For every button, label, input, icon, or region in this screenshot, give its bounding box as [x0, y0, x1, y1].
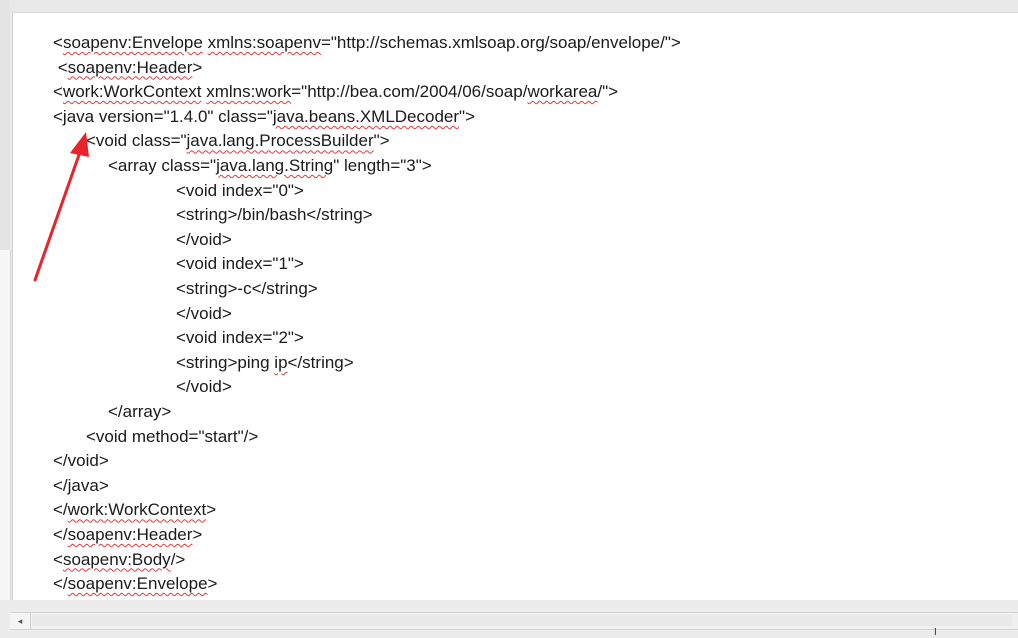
- code-line: <soapenv:Envelope xmlns:soapenv="http://…: [53, 32, 681, 54]
- code-line: <void index="0">: [176, 180, 304, 202]
- code-line: <soapenv:Header>: [53, 57, 203, 79]
- code-line: <string>ping ip</string>: [176, 352, 354, 374]
- code-line: <array class="java.lang.String" length="…: [108, 155, 432, 177]
- code-token: </void>: [176, 303, 232, 323]
- code-line: <void index="1">: [176, 253, 304, 275]
- code-token: <void index="0">: [176, 180, 304, 200]
- left-gutter: [0, 0, 11, 612]
- code-token: >: [207, 574, 218, 594]
- top-strip: [0, 0, 1018, 12]
- code-token: <: [53, 549, 63, 569]
- spellcheck-flagged-token: soapenv:Envelope: [67, 574, 208, 594]
- code-token: <array class=": [108, 156, 217, 175]
- code-token: </void>: [53, 451, 109, 471]
- code-token: >: [192, 525, 203, 544]
- code-token: <void method="start"/>: [86, 426, 259, 446]
- code-line: </soapenv:Envelope>: [53, 573, 217, 595]
- code-line: </void>: [176, 229, 232, 251]
- code-token: ="http://bea.com/2004/06/soap/: [291, 82, 528, 102]
- spellcheck-flagged-token: soapenv:Header: [67, 525, 193, 544]
- spellcheck-flagged-token: work:WorkContext: [67, 500, 207, 520]
- code-token: ">: [373, 131, 390, 151]
- code-token: >: [192, 57, 203, 77]
- code-token: </string>: [287, 352, 354, 372]
- code-line: <void class="java.lang.ProcessBuilder">: [86, 130, 390, 152]
- code-line: </soapenv:Header>: [53, 524, 202, 546]
- code-token: /">: [597, 82, 619, 102]
- code-token: <void class=": [86, 131, 187, 151]
- code-token: " length="3">: [333, 156, 432, 175]
- code-line: </array>: [108, 401, 171, 423]
- code-token: ="http://schemas.xmlsoap.org/soap/envelo…: [320, 33, 681, 52]
- code-token: >: [206, 500, 217, 520]
- code-token: <string>ping: [176, 352, 275, 372]
- code-token: <void index="2">: [176, 328, 304, 348]
- code-token: <: [53, 33, 63, 52]
- code-line: </void>: [53, 450, 109, 472]
- scroll-left-arrow-icon[interactable]: ◂: [10, 613, 31, 629]
- code-token: </java>: [53, 475, 109, 495]
- text-editor-area[interactable]: <soapenv:Envelope xmlns:soapenv="http://…: [12, 12, 1018, 601]
- code-token: />: [170, 549, 186, 569]
- spellcheck-flagged-token: xmlns:work: [206, 82, 292, 102]
- spellcheck-flagged-token: soapenv:Body: [62, 549, 171, 569]
- spellcheck-flagged-token: java.beans.XMLDecoder: [272, 106, 460, 126]
- code-token: <string>-c</string>: [176, 279, 318, 298]
- code-line: <work:WorkContext xmlns:work="http://bea…: [53, 81, 618, 103]
- spellcheck-flagged-token: java.lang.ProcessBuilder: [186, 131, 374, 151]
- spellcheck-flagged-token: xmlns:soapenv: [207, 33, 321, 52]
- code-token: </: [53, 500, 68, 520]
- horizontal-scrollbar[interactable]: ◂: [10, 612, 1018, 630]
- code-line: </work:WorkContext>: [53, 499, 216, 521]
- code-token: <: [53, 57, 68, 77]
- code-line: <void method="start"/>: [86, 426, 258, 448]
- code-line: </java>: [53, 475, 109, 497]
- spellcheck-flagged-token: ip: [274, 352, 288, 372]
- spellcheck-flagged-token: workarea: [527, 82, 598, 102]
- code-line: <java version="1.4.0" class="java.beans.…: [53, 106, 475, 128]
- code-token: </: [53, 574, 68, 594]
- code-token: <string>/bin/bash</string>: [176, 205, 373, 225]
- code-line: <string>/bin/bash</string>: [176, 204, 373, 226]
- code-token: <void index="1">: [176, 254, 304, 274]
- spellcheck-flagged-token: work:WorkContext: [62, 82, 202, 102]
- code-line: </void>: [176, 376, 232, 398]
- code-token: </array>: [108, 402, 172, 421]
- spellcheck-flagged-token: soapenv:Envelope: [62, 33, 203, 52]
- code-token: </: [53, 525, 68, 544]
- code-token: </void>: [176, 229, 232, 249]
- code-line: </void>: [176, 303, 232, 325]
- code-token: ">: [459, 106, 476, 126]
- text-cursor-icon: I: [934, 627, 937, 638]
- spellcheck-flagged-token: java.lang.String: [216, 156, 334, 175]
- code-line: <void index="2">: [176, 327, 304, 349]
- code-token: <: [53, 82, 63, 102]
- code-line: <soapenv:Body/>: [53, 549, 185, 571]
- spellcheck-flagged-token: soapenv:Header: [67, 57, 193, 77]
- left-gutter-segment: [0, 250, 11, 612]
- scrollbar-thumb[interactable]: [32, 615, 1012, 626]
- code-line: <string>-c</string>: [176, 278, 318, 300]
- code-token: </void>: [176, 377, 232, 397]
- code-token: <java version="1.4.0" class=": [53, 106, 273, 126]
